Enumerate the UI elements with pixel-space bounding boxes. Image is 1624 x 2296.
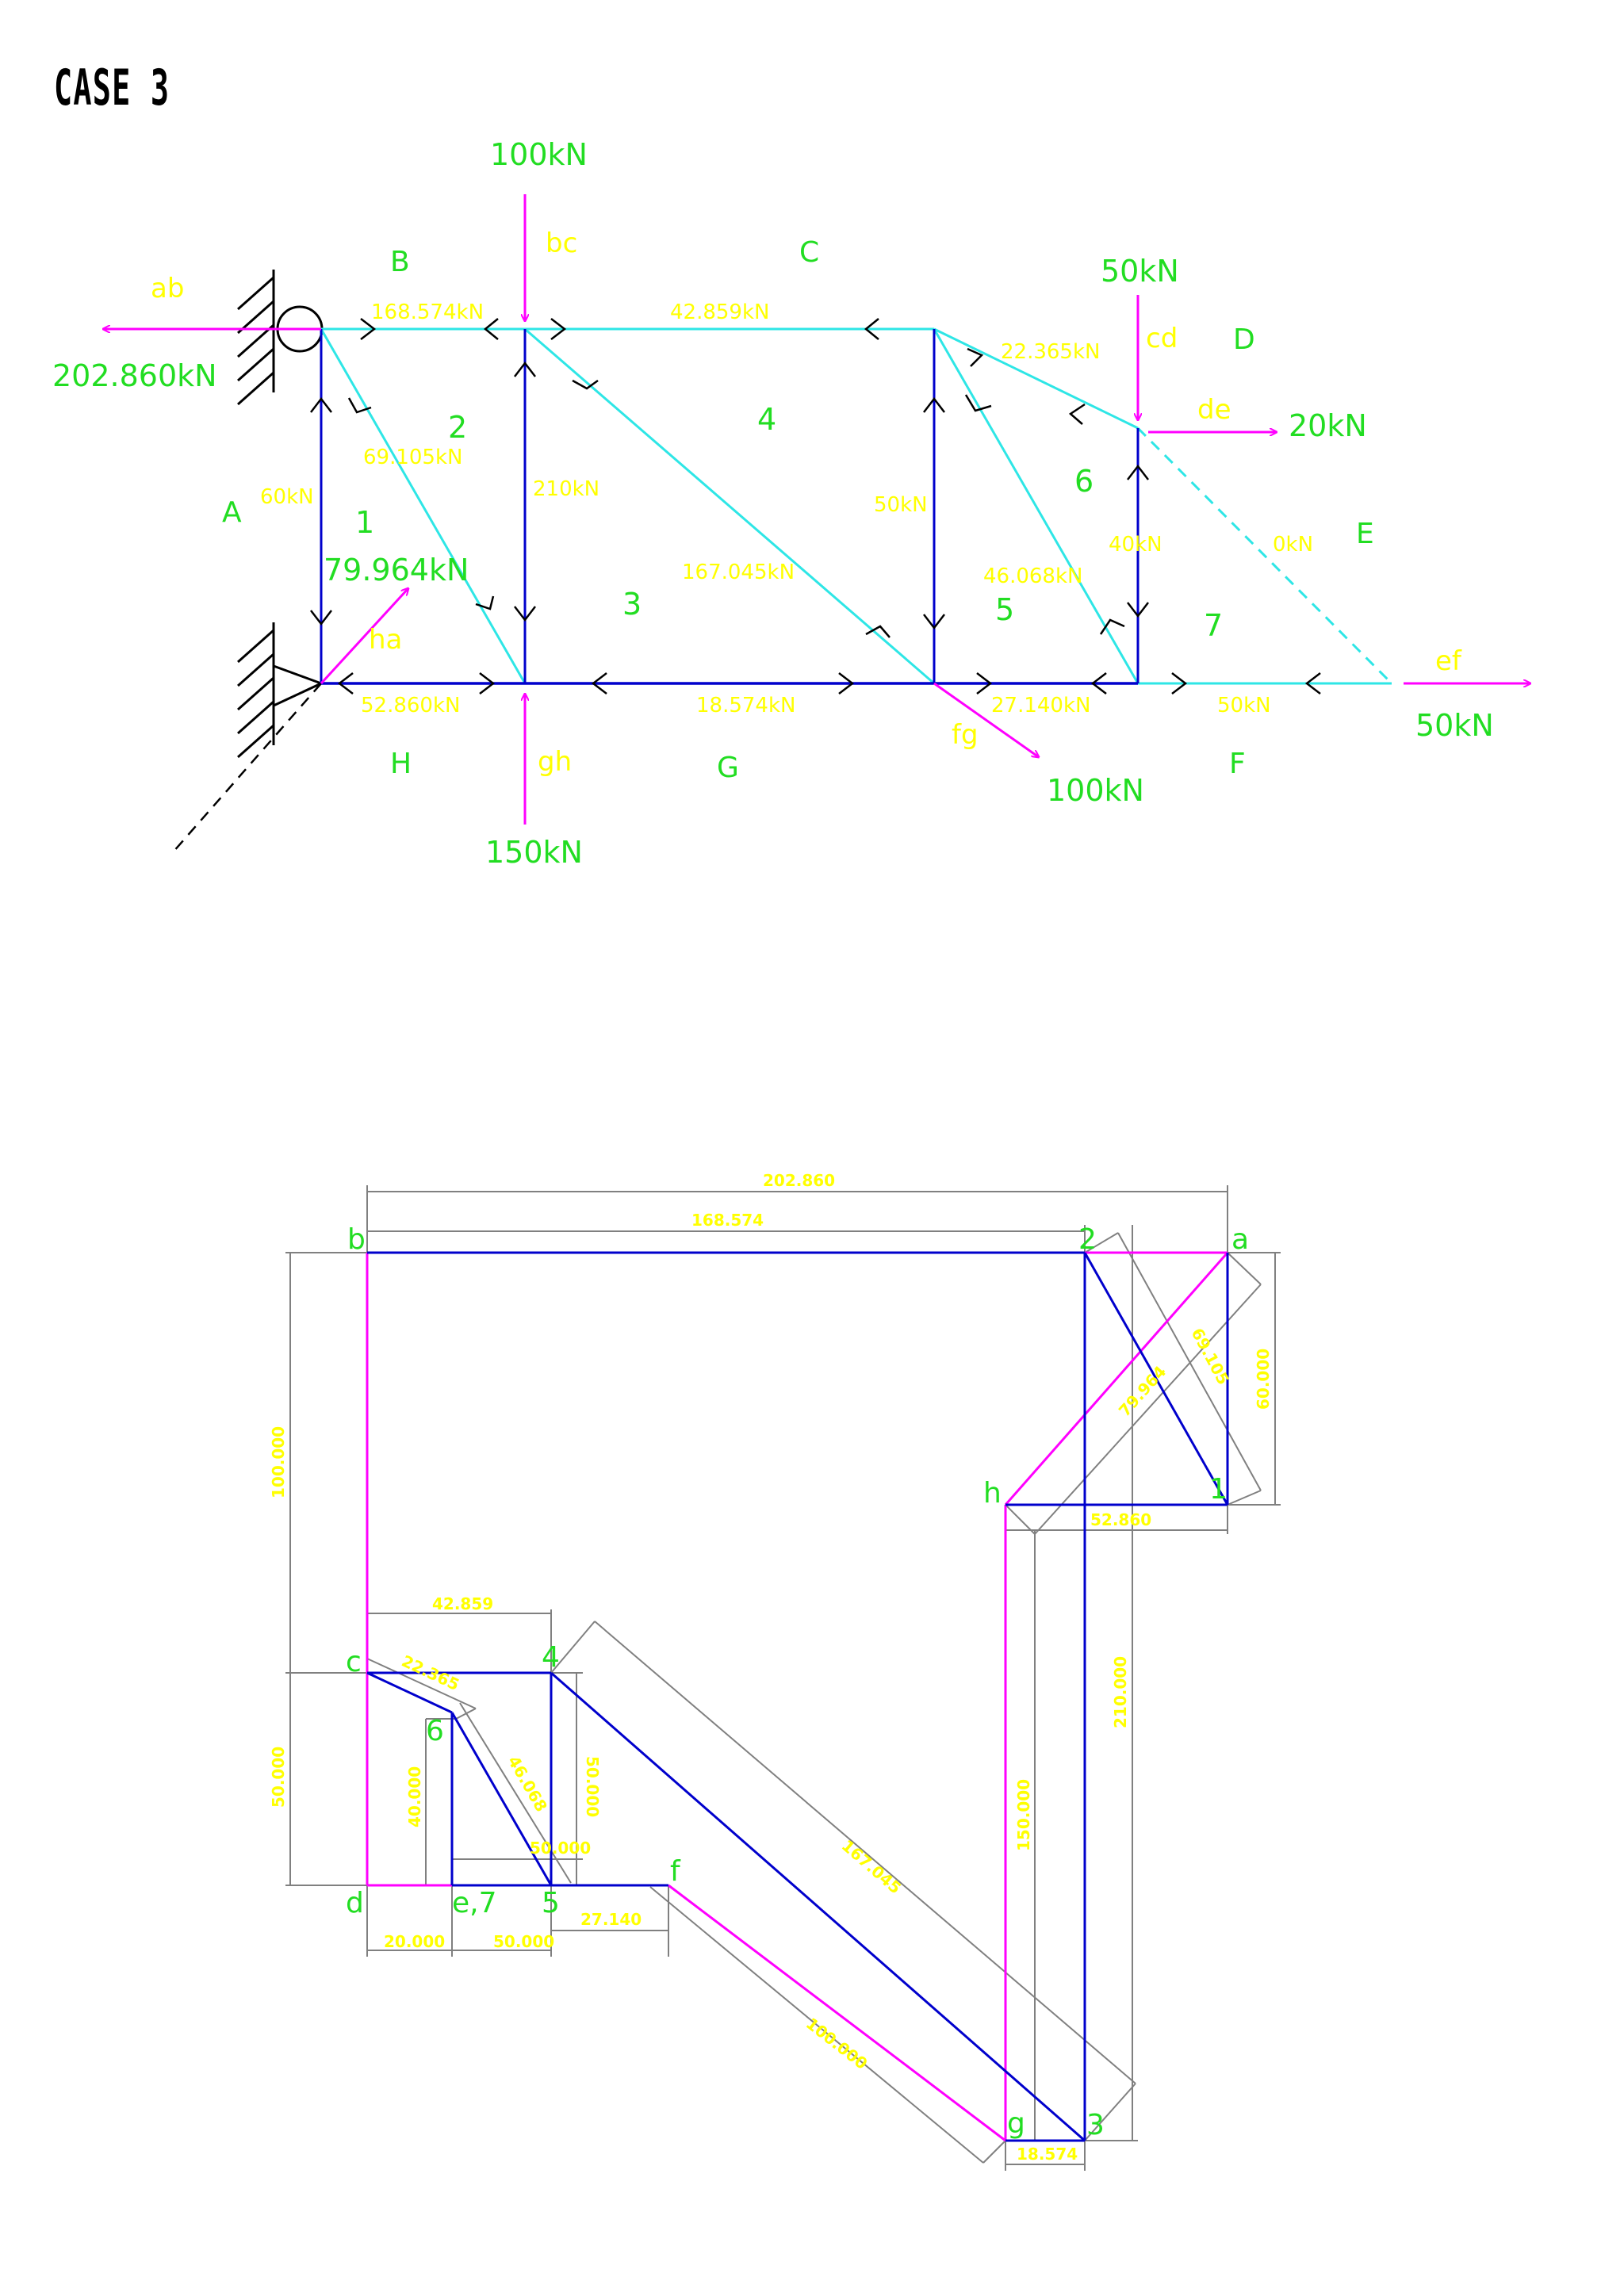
member-force-12: 69.105kN	[363, 446, 462, 469]
member-force-34: 167.045kN	[682, 561, 795, 584]
dim-56: 46.068	[504, 1753, 551, 1816]
node-label-1: 1	[355, 505, 374, 540]
dim-67: 40.000	[405, 1766, 424, 1827]
point-label-h: h	[983, 1477, 1002, 1510]
load-code-ab: ab	[151, 273, 184, 304]
node-label-6: 6	[1074, 464, 1094, 499]
page-title: CASE 3	[54, 59, 170, 117]
load-value-cd: 50kN	[1101, 254, 1179, 289]
member-force-7e: 0kN	[1273, 533, 1313, 557]
point-label-5: 5	[542, 1887, 560, 1919]
region-label-c: C	[799, 236, 819, 269]
force-diagram: a b c d e,7 f g h 1 2 3 4 5 6 202.860 16…	[269, 1171, 1281, 2171]
region-label-e: E	[1356, 518, 1374, 550]
member-force-c6: 22.365kN	[1001, 340, 1100, 364]
load-code-de: de	[1197, 394, 1231, 426]
load-value-gh: 150kN	[485, 835, 583, 870]
point-label-b: b	[347, 1223, 366, 1256]
load-code-gh: gh	[538, 746, 572, 778]
point-label-3: 3	[1086, 2109, 1105, 2141]
member-force-23: 210kN	[533, 477, 599, 501]
pin-support-top	[237, 270, 324, 406]
tension-members	[320, 327, 1393, 685]
dim-5f: 27.140	[580, 1910, 642, 1929]
dim-34: 167.045	[838, 1836, 905, 1898]
roller-support-bottom	[237, 622, 324, 759]
node-label-5: 5	[995, 592, 1014, 627]
node-label-3: 3	[622, 587, 642, 622]
member-force-h1: 52.860kN	[361, 694, 460, 718]
member-force-arrows	[310, 318, 1321, 695]
dim-bc: 100.000	[269, 1426, 288, 1498]
point-label-e7: e,7	[452, 1887, 497, 1919]
region-label-d: D	[1233, 323, 1255, 356]
load-code-ha: ha	[369, 624, 402, 656]
point-label-1: 1	[1209, 1473, 1228, 1506]
load-value-fg: 100kN	[1047, 773, 1144, 808]
point-label-f: f	[670, 1855, 681, 1888]
dim-de: 20.000	[384, 1932, 445, 1951]
dim-45: 50.000	[583, 1756, 602, 1817]
dim-7f: 50.000	[530, 1839, 591, 1858]
load-code-cd: cd	[1146, 323, 1178, 354]
member-force-56: 46.068kN	[983, 564, 1082, 588]
node-label-7: 7	[1204, 608, 1223, 643]
dim-a1: 60.000	[1254, 1349, 1273, 1410]
point-label-a: a	[1231, 1223, 1249, 1256]
region-label-b: B	[390, 246, 410, 278]
region-label-h: H	[390, 748, 412, 780]
member-force-a1: 60kN	[260, 485, 314, 509]
support-reaction-line	[172, 683, 322, 853]
node-label-4: 4	[757, 402, 776, 437]
point-label-4: 4	[542, 1641, 560, 1674]
load-vectors	[366, 1251, 1229, 2142]
load-arrow-fg	[933, 682, 1039, 757]
load-code-fg: fg	[952, 719, 979, 751]
point-label-c: c	[346, 1646, 362, 1678]
truss-diagram: A B C D E F G H 1 2 3 4 5 6 7 ab bc cd d…	[52, 137, 1530, 870]
member-force-g5: 27.140kN	[991, 694, 1090, 718]
point-label-6: 6	[426, 1715, 444, 1747]
dim-c4: 42.859	[432, 1594, 493, 1613]
member-force-b2: 168.574kN	[371, 300, 484, 324]
node-label-2: 2	[448, 410, 467, 445]
load-arrow-ha	[320, 588, 408, 685]
dim-cd: 50.000	[269, 1747, 288, 1808]
dim-fg: 100.000	[802, 2014, 871, 2073]
point-label-d: d	[346, 1887, 364, 1919]
member-force-f7: 50kN	[1217, 694, 1271, 718]
dim-gh: 150.000	[1014, 1779, 1033, 1851]
load-value-de: 20kN	[1289, 408, 1367, 443]
dimension-lines	[285, 1185, 1281, 2171]
load-code-ef: ef	[1435, 645, 1462, 677]
point-label-2: 2	[1078, 1223, 1097, 1256]
dim-h1: 52.860	[1090, 1510, 1151, 1529]
region-label-a: A	[222, 496, 242, 529]
member-force-g3: 18.574kN	[696, 694, 795, 718]
point-label-g: g	[1007, 2107, 1025, 2140]
dim-ab: 202.860	[763, 1171, 835, 1190]
dim-23: 210.000	[1111, 1656, 1130, 1728]
load-value-ha: 79.964kN	[324, 553, 469, 587]
load-arrows	[103, 194, 1530, 825]
member-vectors	[366, 1251, 1229, 2142]
member-force-c4: 42.859kN	[670, 300, 769, 324]
load-value-ab: 202.860kN	[52, 358, 217, 393]
dim-e5: 50.000	[493, 1932, 554, 1951]
member-force-67: 40kN	[1109, 533, 1162, 557]
region-label-g: G	[717, 752, 739, 784]
region-label-f: F	[1229, 748, 1246, 780]
load-value-ef: 50kN	[1415, 708, 1494, 743]
load-value-bc: 100kN	[490, 137, 588, 172]
dim-12: 69.105	[1188, 1325, 1233, 1387]
load-code-bc: bc	[546, 228, 577, 259]
dim-b2: 168.574	[691, 1211, 764, 1230]
member-force-45: 50kN	[874, 493, 928, 517]
dim-g3: 18.574	[1017, 2145, 1078, 2164]
